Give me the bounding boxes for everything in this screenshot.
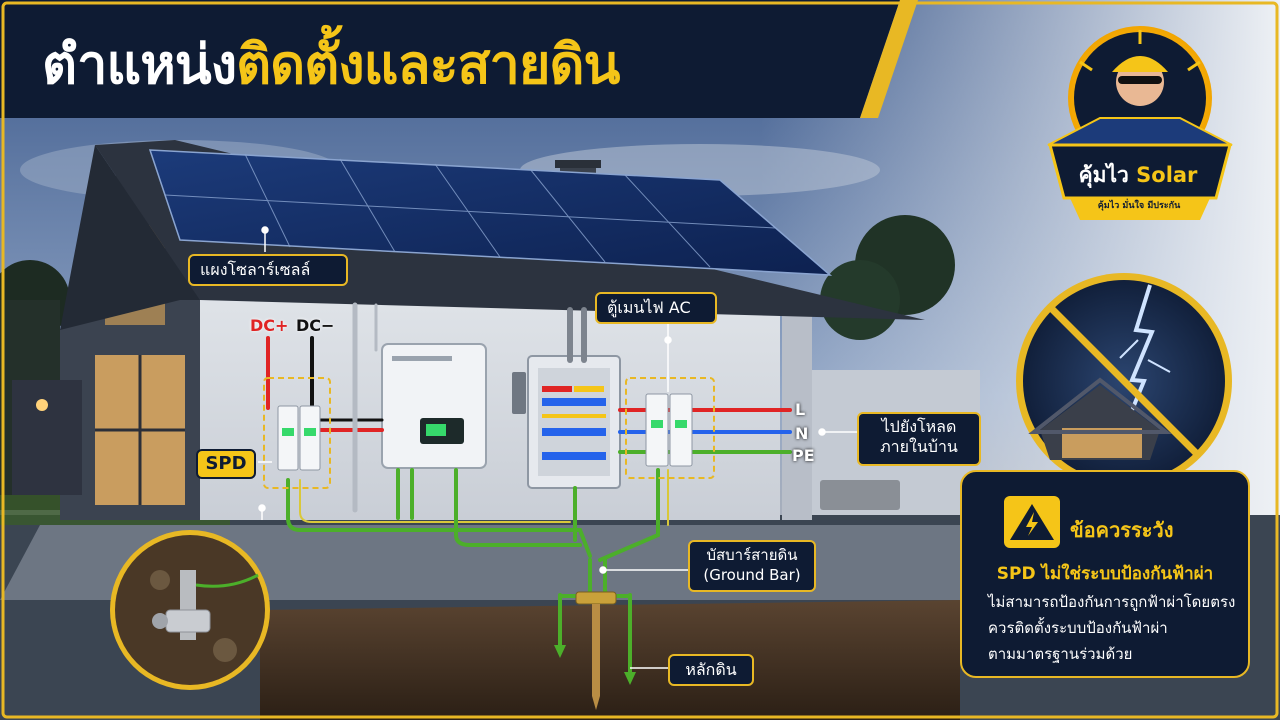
to-load-line-2: ภายในบ้าน — [880, 437, 958, 456]
dc-minus-label: DC− — [296, 316, 335, 335]
ground-bar-label: บัสบาร์สายดิน (Ground Bar) — [688, 540, 816, 592]
ac-distribution-panel — [512, 355, 621, 489]
solar-array — [148, 149, 833, 276]
inverter — [381, 343, 487, 469]
tree — [820, 260, 900, 340]
ac-spd-device — [625, 377, 715, 479]
ground-clamp-inset — [110, 530, 270, 690]
warning-panel: ข้อควรระวัง SPD ไม่ใช่ระบบป้องกันฟ้าผ่า … — [960, 470, 1250, 678]
logo-name-en: Solar — [1136, 163, 1198, 187]
warning-line-1: ไม่สามารถป้องกันการถูกฟ้าผ่าโดยตรง — [988, 593, 1236, 611]
warning-title: ข้อควรระวัง — [1070, 518, 1174, 542]
ground-rod-label: หลักดิน — [668, 654, 754, 686]
warning-line-2: ควรติดตั้งระบบป้องกันฟ้าผ่า — [988, 619, 1168, 637]
to-load-line-1: ไปยังโหลด — [881, 417, 957, 436]
line-l-label: L — [795, 400, 806, 419]
logo-tagline: คุ้มไว มั่นใจ มีประกัน — [1097, 201, 1181, 211]
prohibited-icon — [1049, 306, 1199, 456]
ground-rod — [575, 591, 617, 710]
logo-name-thai: คุ้มไว — [1078, 163, 1129, 187]
title-part-2: ติดตั้งและสายดิน — [236, 33, 620, 96]
lightning-icon — [1126, 284, 1155, 421]
to-load-label: ไปยังโหลด ภายในบ้าน — [857, 412, 981, 466]
logo-name: คุ้มไว Solar — [1058, 159, 1218, 192]
warning-headline: SPD ไม่ใช่ระบบป้องกันฟ้าผ่า — [996, 564, 1214, 584]
ground-bar-line-2: (Ground Bar) — [703, 566, 801, 584]
leader-lines — [258, 226, 857, 669]
dc-plus-label: DC+ — [250, 316, 289, 335]
lightning-warning-circle — [1016, 273, 1232, 489]
title-band — [0, 0, 900, 118]
warning-triangle-icon — [1004, 496, 1060, 548]
dc-spd-device — [263, 377, 331, 489]
solar-panel-label: แผงโซลาร์เซลล์ — [188, 254, 348, 286]
brand-logo — [1047, 26, 1233, 220]
page-title: ตำแหน่งติดตั้งและสายดิน — [42, 30, 620, 100]
line-pe-label: PE — [792, 446, 815, 465]
soil-section — [260, 600, 960, 720]
title-part-1: ตำแหน่ง — [42, 33, 237, 96]
ground-bar-line-1: บัสบาร์สายดิน — [706, 546, 798, 564]
line-n-label: N — [795, 424, 809, 443]
spd-label: SPD — [196, 449, 256, 479]
warning-line-3: ตามมาตรฐานร่วมด้วย — [988, 645, 1133, 663]
ac-panel-label: ตู้เมนไฟ AC — [595, 292, 717, 324]
